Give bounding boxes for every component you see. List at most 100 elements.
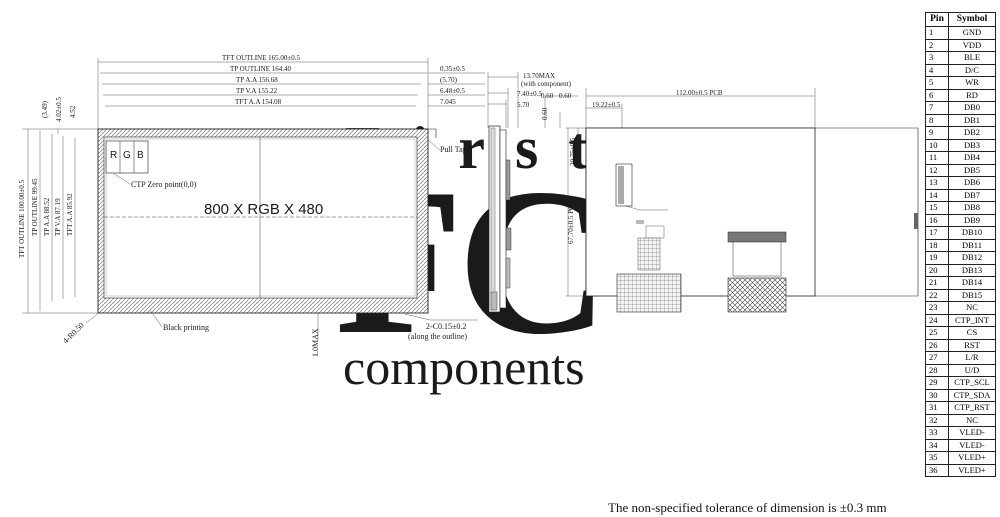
pin-symbol: GND	[948, 26, 996, 40]
pin-symbol: DB12	[948, 251, 996, 265]
rgb-g: G	[123, 150, 131, 161]
front-view: TFT OUTLINE 165.00±0.5 TP OUTLINE 164.40…	[18, 54, 485, 357]
pin-symbol: CS	[948, 326, 996, 340]
pin-number: 16	[925, 213, 949, 227]
pin-number: 35	[925, 451, 949, 465]
pin-symbol: DB6	[948, 176, 996, 190]
pin-number: 5	[925, 76, 949, 90]
pin-number: 36	[925, 463, 949, 477]
pin-number: 33	[925, 426, 949, 440]
watermark-bottom: components	[343, 339, 585, 395]
pin-number: 29	[925, 376, 949, 390]
pin-symbol: DB0	[948, 101, 996, 115]
pin-number: 11	[925, 151, 949, 165]
dim-tft-aa-width: TFT A.A 154.08	[235, 98, 282, 106]
pin-symbol: CTP_SDA	[948, 388, 996, 402]
pin-number: 6	[925, 88, 949, 102]
pin-symbol: CTP_RST	[948, 401, 996, 415]
pin-symbol: VLED+	[948, 451, 996, 465]
pin-symbol: CTP_INT	[948, 313, 996, 327]
back-dim-1922: 19.22±0.5	[592, 101, 621, 109]
pin-number: 21	[925, 276, 949, 290]
pin-number: 12	[925, 163, 949, 177]
symbol-header: Symbol	[948, 12, 996, 27]
pin-number: 8	[925, 113, 949, 127]
black-printing-label: Black printing	[163, 323, 209, 332]
pin-number: 18	[925, 238, 949, 252]
pin-number: 4	[925, 63, 949, 77]
pin-symbol: D/C	[948, 63, 996, 77]
dim-small-349: (3.49)	[41, 100, 49, 118]
pin-symbol: DB9	[948, 213, 996, 227]
resolution-label: 800 X RGB X 480	[204, 201, 323, 218]
pin-symbol: DB4	[948, 151, 996, 165]
pin-number: 34	[925, 438, 949, 452]
dim-tp-outline-width: TP OUTLINE 164.40	[230, 65, 291, 73]
dim-small-452: 4.52	[69, 105, 77, 118]
pin-number: 25	[925, 326, 949, 340]
dim-tp-va-height: TP V.A 87.19	[54, 198, 62, 236]
pin-symbol: VLED+	[948, 463, 996, 477]
side-dim-570: 5.70	[517, 101, 530, 109]
pin-number: 7	[925, 101, 949, 115]
pin-number: 3	[925, 51, 949, 65]
side-total-note: (with component)	[521, 80, 572, 88]
pin-number: 19	[925, 251, 949, 265]
pin-symbol: DB11	[948, 238, 996, 252]
dim-tft-outline-height: TFT OUTLINE 100.00±0.5	[18, 180, 26, 258]
dim-right-648: 6.48±0.5	[440, 87, 465, 95]
dim-tp-outline-height: TP OUTLINE 99.45	[31, 178, 39, 236]
back-dim-060-b: 0.60	[559, 92, 572, 100]
pin-symbol: VLED-	[948, 438, 996, 452]
pin-symbol: VDD	[948, 38, 996, 52]
pin-symbol: CTP_SCL	[948, 376, 996, 390]
pin-symbol: U/D	[948, 363, 996, 377]
pin-number: 10	[925, 138, 949, 152]
pin-symbol: DB7	[948, 188, 996, 202]
side-total-thickness: 13.70MAX	[523, 72, 555, 80]
back-view: 0.60 0.60 0.60 112.00±0.5 PCB 19.22±0.5 …	[541, 88, 919, 313]
chamfer-label: 2-C0.15±0.2	[426, 322, 466, 331]
pin-number: 13	[925, 176, 949, 190]
pin-symbol: DB13	[948, 263, 996, 277]
pin-number: 24	[925, 313, 949, 327]
pin-number: 1	[925, 26, 949, 40]
dim-tp-aa-height: TP A.A 88.52	[43, 197, 51, 236]
dim-small-402: 4.02±0.5	[55, 97, 63, 122]
pin-symbol: NC	[948, 301, 996, 315]
pin-number: 26	[925, 338, 949, 352]
pin-number: 22	[925, 288, 949, 302]
rgb-r: R	[110, 150, 117, 161]
back-dim-2075: 20.75±0.5	[569, 137, 577, 166]
pin-number: 32	[925, 413, 949, 427]
side-view: 13.70MAX (with component) 7.40±0.5 5.70	[487, 72, 572, 313]
pin-table-header: Pin Symbol	[925, 12, 996, 27]
pin-symbol: RD	[948, 88, 996, 102]
pin-number: 20	[925, 263, 949, 277]
pin-header: Pin	[925, 12, 949, 27]
back-pcb-height: 67.70±0.5 PCB	[567, 200, 575, 244]
dim-tft-aa-height: TFT A.A 85.92	[66, 193, 74, 236]
